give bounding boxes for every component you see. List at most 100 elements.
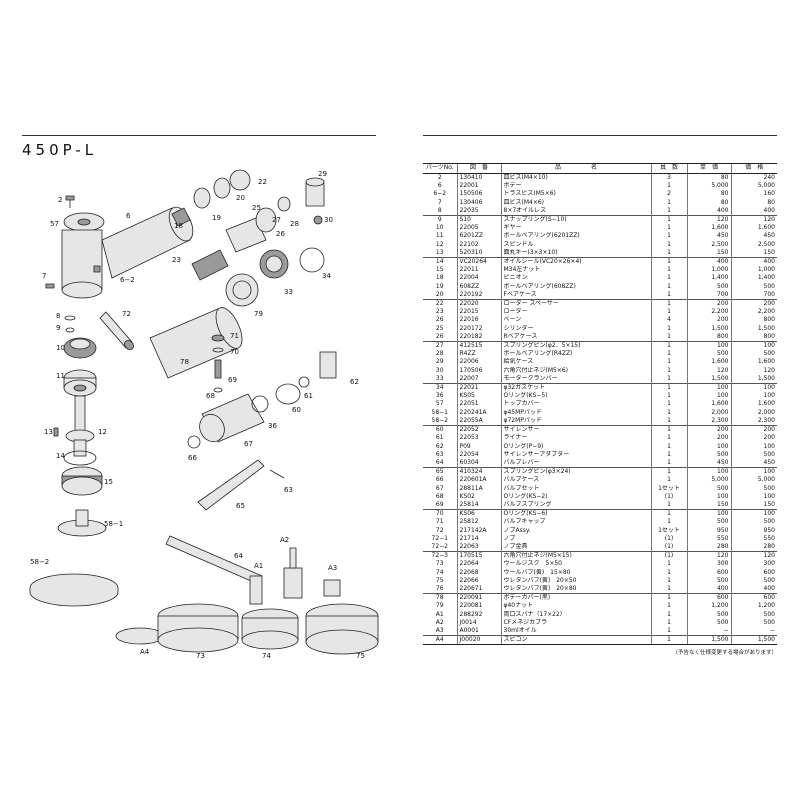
cell-unit-price: 500 [686, 350, 731, 359]
cell-unit-price: 450 [686, 458, 731, 468]
part-wool-buff [157, 603, 239, 653]
callout-label: 15 [104, 478, 113, 486]
cell-price: 800 [730, 332, 777, 342]
cell-drawing-no: 130406 [456, 198, 501, 207]
cell-part-name: バルブケース [500, 476, 651, 485]
callout-label: 30 [324, 216, 333, 224]
cell-unit-price: 500 [686, 610, 731, 619]
cell-part-no: 75 [435, 576, 444, 584]
cell-part-no: A2 [435, 618, 444, 626]
cell-quantity: 1 [650, 308, 687, 317]
cell-quantity: 1 [650, 400, 687, 409]
cell-drawing-no: 150506 [456, 190, 501, 199]
callout-label: 23 [172, 256, 181, 264]
cell-drawing-no: 22021 [456, 383, 501, 393]
cell-part-no: 28 [435, 350, 444, 358]
cell-part-no: 8 [437, 206, 442, 214]
callout-label: 69 [228, 376, 237, 384]
cell-unit-price: 1,000 [686, 266, 731, 275]
cell-part-no: A1 [435, 610, 444, 618]
cell-part-name: ウレタンバフ(黄) 20×80 [500, 584, 651, 594]
cell-part-no: 65 [423, 467, 457, 477]
callout-label: 74 [262, 652, 271, 660]
cell-drawing-no: KS02 [456, 492, 501, 501]
cell-drawing-no: 22004 [456, 274, 501, 283]
cell-part-name: ノブ金具 [500, 542, 651, 552]
part-set-screw [313, 215, 323, 225]
callout-label: 14 [56, 452, 65, 460]
cell-drawing-no: 217142A [456, 526, 501, 535]
cell-part-no: 14 [423, 257, 457, 267]
cell-quantity: 1 [650, 500, 687, 510]
cell-part-no: 60 [423, 425, 457, 435]
cell-part-no: 73 [435, 560, 444, 568]
part-urethane-buff-80 [305, 603, 379, 655]
part-gasket [299, 247, 325, 273]
cell-price: 1,500 [730, 374, 777, 384]
cell-part-name: モータークランパー [500, 374, 651, 384]
col-header-quantity: 員 数 [650, 163, 687, 174]
cell-unit-price: 1,500 [686, 374, 731, 384]
cell-part-name: M34左ナット [500, 266, 651, 275]
cell-part-name: ボールベアリング(R4ZZ) [500, 350, 651, 359]
part-liner [275, 383, 301, 405]
callout-label: 64 [234, 552, 243, 560]
cell-quantity: (1) [650, 542, 687, 552]
cell-price: 100 [730, 341, 777, 351]
cell-part-name: バルブセット [500, 484, 651, 493]
cell-quantity: 1 [650, 198, 687, 207]
cell-quantity: 1 [650, 182, 687, 191]
cell-part-no: 26 [435, 332, 444, 340]
callout-label: 78 [180, 358, 189, 366]
cell-price: 200 [730, 434, 777, 443]
cell-part-name: φ72MPパッド [500, 416, 651, 426]
cell-part-no: 22 [423, 299, 457, 309]
cell-part-name: Oリング(KS−5) [500, 392, 651, 401]
cell-drawing-no: 25814 [456, 500, 501, 510]
cell-unit-price: 2,300 [686, 416, 731, 426]
cell-unit-price: 100 [686, 383, 731, 393]
cell-unit-price: 150 [686, 500, 731, 510]
cell-part-name: 六角穴付止ネジ(M5×6) [500, 366, 651, 375]
cell-quantity: 1 [650, 425, 687, 435]
cell-drawing-no: 22068 [456, 568, 501, 577]
cell-part-name: スプリングピン(φ2．5×15) [500, 341, 651, 351]
cell-drawing-no: 220241A [456, 408, 501, 417]
cell-drawing-no: 220601A [456, 476, 501, 485]
callout-label: 2 [58, 196, 62, 204]
cell-quantity: 1 [650, 224, 687, 233]
cell-part-name: ボールベアリング(6201ZZ) [500, 232, 651, 241]
cell-unit-price: 800 [686, 332, 731, 342]
cell-drawing-no: 25812 [456, 518, 501, 527]
cell-unit-price: 1,600 [686, 224, 731, 233]
cell-part-no: 13 [435, 248, 444, 256]
callout-label: 26 [276, 230, 285, 238]
cell-unit-price: 80 [686, 190, 731, 199]
cell-unit-price: 500 [686, 576, 731, 585]
cell-unit-price: 950 [686, 526, 731, 535]
cell-part-name: バルブスプリング [500, 500, 651, 510]
part-spanner [165, 535, 263, 585]
cell-unit-price: 400 [686, 206, 731, 216]
cell-part-no: 2 [437, 174, 442, 181]
cell-price: 5,000 [730, 182, 777, 191]
cell-drawing-no: 22006 [456, 358, 501, 367]
cell-quantity: 1 [650, 350, 687, 359]
cell-unit-price: 1,200 [686, 602, 731, 611]
cell-unit-price: 150 [686, 248, 731, 258]
cell-drawing-no: 22015 [456, 308, 501, 317]
cell-quantity: 1 [650, 383, 687, 393]
cell-quantity: 1 [650, 408, 687, 417]
